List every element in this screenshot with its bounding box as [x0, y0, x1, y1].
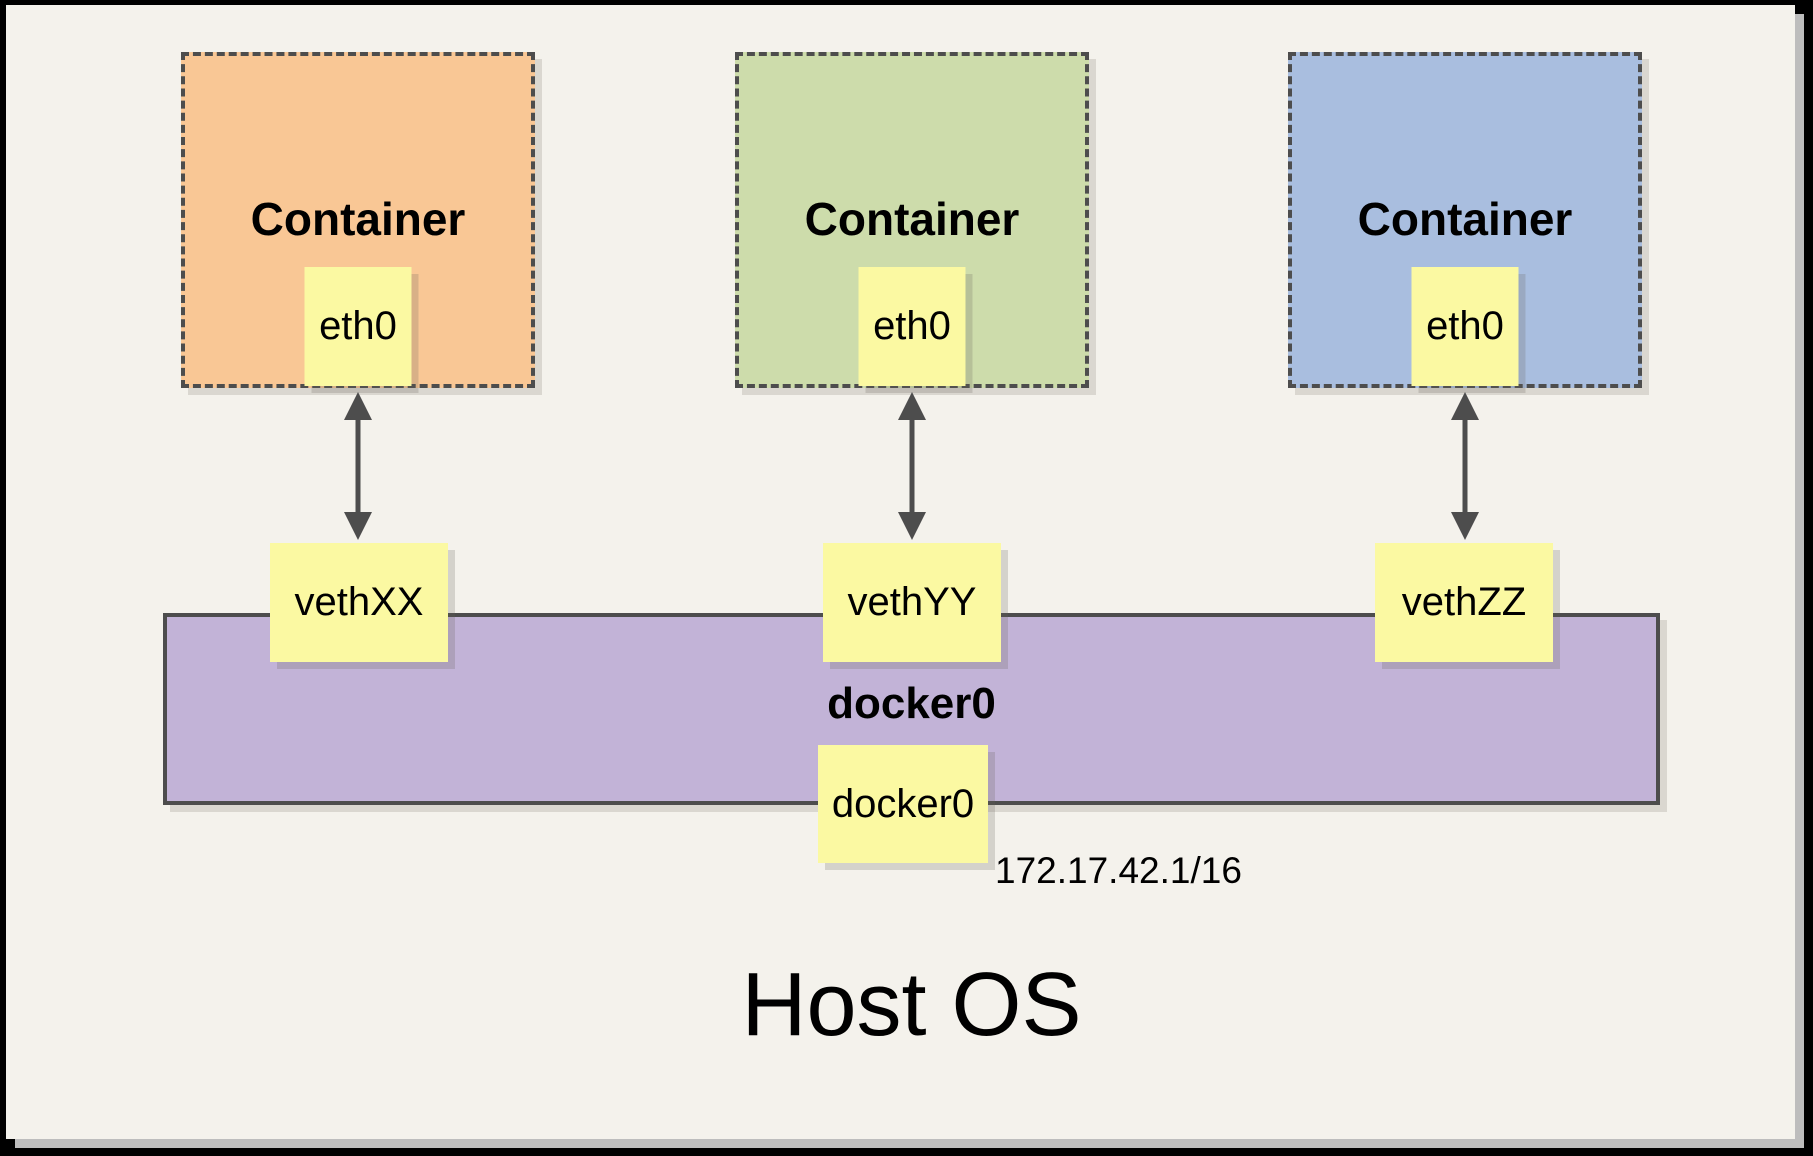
- eth0-interface-note: eth0: [858, 267, 966, 386]
- docker0-interface-label: docker0: [831, 781, 975, 826]
- container-box-3: Container eth0: [1288, 52, 1642, 388]
- vethxx-label: vethXX: [294, 580, 424, 624]
- container-box-1: Container eth0: [181, 52, 535, 388]
- eth0-label: eth0: [319, 304, 397, 348]
- vethzz-note: vethZZ: [1375, 543, 1553, 662]
- eth0-label: eth0: [873, 304, 951, 348]
- vethyy-note: vethYY: [823, 543, 1001, 662]
- container-title: Container: [1357, 193, 1573, 245]
- double-arrow-icon: [344, 392, 372, 540]
- container-title: Container: [250, 193, 466, 245]
- container-box-2: Container eth0: [735, 52, 1089, 388]
- eth0-interface-note: eth0: [304, 267, 412, 386]
- container-title: Container: [804, 193, 1020, 245]
- bridge-ip-label: 172.17.42.1/16: [995, 850, 1242, 891]
- vethzz-label: vethZZ: [1401, 580, 1527, 624]
- vethxx-note: vethXX: [270, 543, 448, 662]
- host-os-label: Host OS: [741, 955, 1082, 1055]
- eth0-interface-note: eth0: [1411, 267, 1519, 386]
- docker0-bridge-label: docker0: [827, 679, 996, 728]
- vethyy-label: vethYY: [847, 580, 977, 624]
- eth0-label: eth0: [1426, 304, 1504, 348]
- host-os-panel: Container eth0 Container eth0 Container …: [6, 5, 1795, 1139]
- docker0-interface-note: docker0: [818, 745, 988, 863]
- double-arrow-icon: [898, 392, 926, 540]
- double-arrow-icon: [1451, 392, 1479, 540]
